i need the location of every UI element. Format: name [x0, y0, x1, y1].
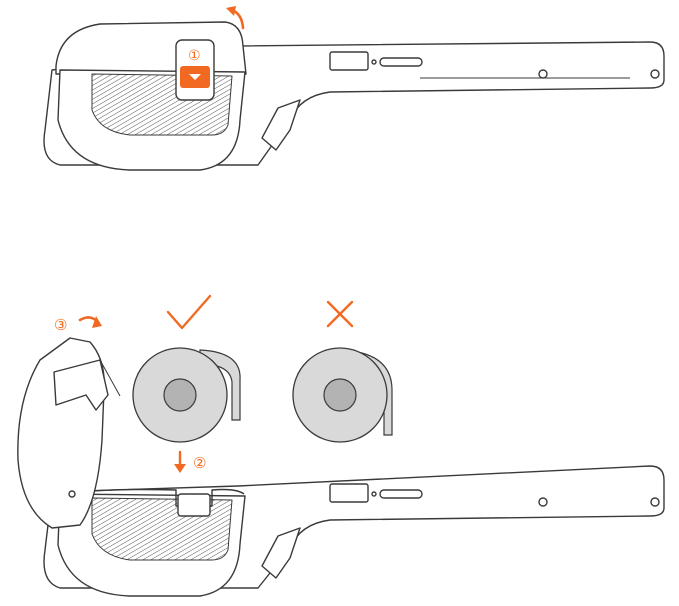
- power-button: [650, 69, 660, 79]
- open-sim-slot: [379, 489, 423, 499]
- open-printer-grip-hatch: [91, 497, 233, 561]
- open-card-slot: [329, 483, 369, 503]
- open-slot-led: [371, 491, 377, 497]
- step-2-badge: ②: [193, 454, 206, 472]
- step-1-badge: ①: [188, 48, 201, 64]
- compartment-latch: [177, 493, 211, 517]
- correct-roll-core: [163, 378, 197, 412]
- cross-mark-icon: [326, 300, 354, 328]
- printer-lid: [55, 21, 247, 75]
- check-mark-icon: [166, 294, 212, 330]
- step-3-badge: ③: [54, 316, 67, 334]
- rotate-arrow-head: [92, 316, 102, 328]
- paper-roll-wrong: [292, 347, 393, 443]
- paper-roll-correct: [132, 347, 241, 443]
- insert-down-arrow-icon: [174, 450, 186, 473]
- printer-open: [43, 465, 665, 597]
- open-power-button: [650, 497, 660, 507]
- lid-release-latch: ①: [175, 39, 215, 101]
- latch-down-arrow-icon: [189, 74, 201, 80]
- sim-slot: [379, 57, 423, 67]
- open-port-circle: [538, 497, 548, 507]
- port-circle: [538, 69, 548, 79]
- wrong-roll-core: [323, 378, 357, 412]
- lift-arrow-head: [226, 6, 236, 16]
- printer-stem: [261, 99, 301, 151]
- open-lid: [17, 337, 121, 529]
- lid-hinge: [68, 490, 76, 498]
- open-printer-stem: [261, 527, 301, 579]
- card-slot: [329, 51, 369, 71]
- lid-clip-line: [99, 359, 121, 397]
- slot-led: [371, 59, 377, 65]
- printer-closed: [43, 21, 665, 171]
